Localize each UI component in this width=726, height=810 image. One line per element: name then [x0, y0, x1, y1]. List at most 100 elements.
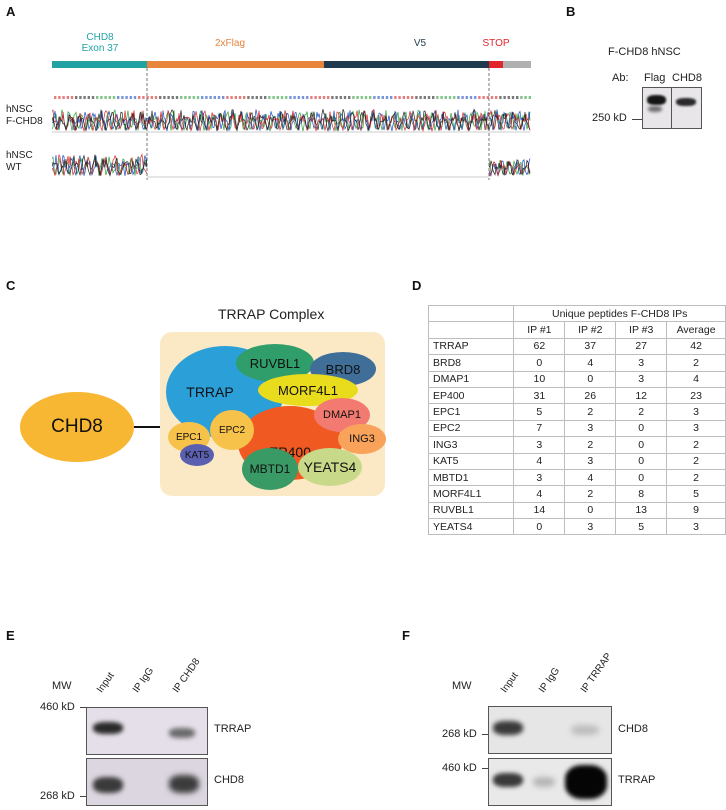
- value-cell: 3: [615, 354, 668, 372]
- base-call-mark: [238, 96, 242, 99]
- gene-cell: TRRAP: [427, 337, 515, 356]
- base-call-mark: [469, 96, 473, 99]
- panel-letter-e: E: [6, 628, 15, 643]
- base-call-mark: [318, 96, 321, 99]
- lane-divider: [671, 88, 672, 128]
- blot-label-chd8: CHD8: [618, 723, 648, 735]
- chromatogram-trace: [52, 153, 148, 177]
- base-call-mark: [54, 96, 57, 99]
- base-call-mark: [125, 96, 128, 99]
- lane-label: IP IgG: [536, 665, 563, 695]
- value-cell: 5: [615, 518, 668, 536]
- antibody-label: Ab:: [612, 72, 629, 84]
- band: [169, 728, 195, 738]
- value-cell: 3: [513, 468, 566, 487]
- segment-bar-2xflag: [147, 61, 324, 68]
- base-call-mark: [423, 96, 426, 99]
- base-call-mark: [411, 96, 414, 99]
- value-cell: 27: [615, 337, 668, 356]
- base-call-mark: [276, 96, 279, 99]
- base-call-mark: [486, 96, 489, 99]
- marker-tick: [80, 707, 86, 708]
- base-call-mark: [364, 96, 368, 99]
- subunit-label: TRRAP: [186, 384, 234, 400]
- segment-label-line: Exon 37: [81, 43, 119, 54]
- western-blot-e-trrap: [86, 707, 208, 755]
- base-call-mark: [360, 96, 363, 99]
- complex-title: TRRAP Complex: [218, 306, 325, 322]
- table-header-row: IP #1 IP #2 IP #3 Average: [427, 321, 726, 339]
- base-call-mark: [520, 96, 523, 99]
- base-call-mark: [524, 96, 527, 99]
- base-call-mark: [507, 96, 510, 99]
- base-call-mark: [192, 96, 195, 99]
- value-cell: 3: [513, 436, 566, 454]
- value-cell: 4: [513, 485, 566, 503]
- segment-bar-stop: [489, 61, 503, 68]
- base-call-mark: [70, 96, 74, 99]
- base-call-mark: [314, 96, 317, 99]
- panel-letter-a: A: [6, 4, 16, 19]
- gene-cell: YEATS4: [427, 518, 515, 536]
- gene-cell: DMAP1: [427, 370, 515, 388]
- base-call-mark: [381, 96, 384, 99]
- chromatogram: [52, 68, 531, 180]
- value-cell: 2: [666, 468, 726, 487]
- gene-cell: KAT5: [427, 452, 515, 470]
- base-call-mark: [516, 96, 519, 99]
- table-span-header: Unique peptides F-CHD8 IPs: [513, 304, 726, 323]
- base-call-mark: [490, 96, 494, 99]
- chromatogram-trace: [52, 109, 531, 133]
- blot-title: F-CHD8 hNSC: [608, 46, 681, 58]
- panel-letter-b: B: [566, 4, 576, 19]
- base-call-mark: [301, 96, 305, 99]
- base-call-mark: [129, 96, 132, 99]
- marker-460: 460 kD: [442, 762, 477, 774]
- marker-tick: [80, 796, 86, 797]
- base-call-mark: [461, 96, 464, 99]
- base-call-mark: [457, 96, 460, 99]
- value-cell: 62: [513, 337, 566, 356]
- marker-tick: [482, 768, 488, 769]
- segment-label-2xflag: 2xFlag: [214, 38, 245, 49]
- base-call-mark: [482, 96, 485, 99]
- base-call-mark: [427, 96, 431, 99]
- value-cell: 3: [564, 518, 617, 536]
- value-cell: 2: [564, 485, 617, 503]
- value-cell: 3: [564, 452, 617, 470]
- base-call-mark: [444, 96, 447, 99]
- chromatogram-trace: [488, 159, 531, 176]
- marker-tick: [482, 734, 488, 735]
- peptide-table: Unique peptides F-CHD8 IPs IP #1 IP #2 I…: [427, 304, 726, 536]
- lane-label: IP IgG: [130, 665, 157, 695]
- subunit-morf4l1: MORF4L1: [258, 374, 358, 406]
- base-call-mark: [356, 96, 359, 99]
- band: [493, 773, 523, 787]
- value-cell: 4: [666, 370, 726, 388]
- base-call-mark: [348, 96, 351, 99]
- gene-cell: RUVBL1: [427, 501, 515, 520]
- base-call-mark: [474, 96, 477, 99]
- base-call-mark: [188, 96, 191, 99]
- value-cell: 0: [564, 370, 617, 388]
- marker-268: 268 kD: [40, 790, 75, 802]
- base-call-mark: [465, 96, 468, 99]
- value-cell: 2: [564, 403, 617, 421]
- gene-cell: ING3: [427, 436, 515, 454]
- base-call-mark: [91, 96, 95, 99]
- band: [93, 722, 123, 734]
- base-call-mark: [104, 96, 107, 99]
- value-cell: 2: [666, 436, 726, 454]
- lane-label: IP CHD8: [170, 656, 203, 695]
- band: [93, 777, 123, 793]
- base-call-mark: [159, 96, 162, 99]
- value-cell: 0: [615, 468, 668, 487]
- track-label-fchd8: hNSC F-CHD8: [6, 104, 43, 128]
- value-cell: 2: [564, 436, 617, 454]
- base-call-mark: [306, 96, 309, 99]
- base-call-mark: [394, 96, 397, 99]
- base-call-mark: [247, 96, 250, 99]
